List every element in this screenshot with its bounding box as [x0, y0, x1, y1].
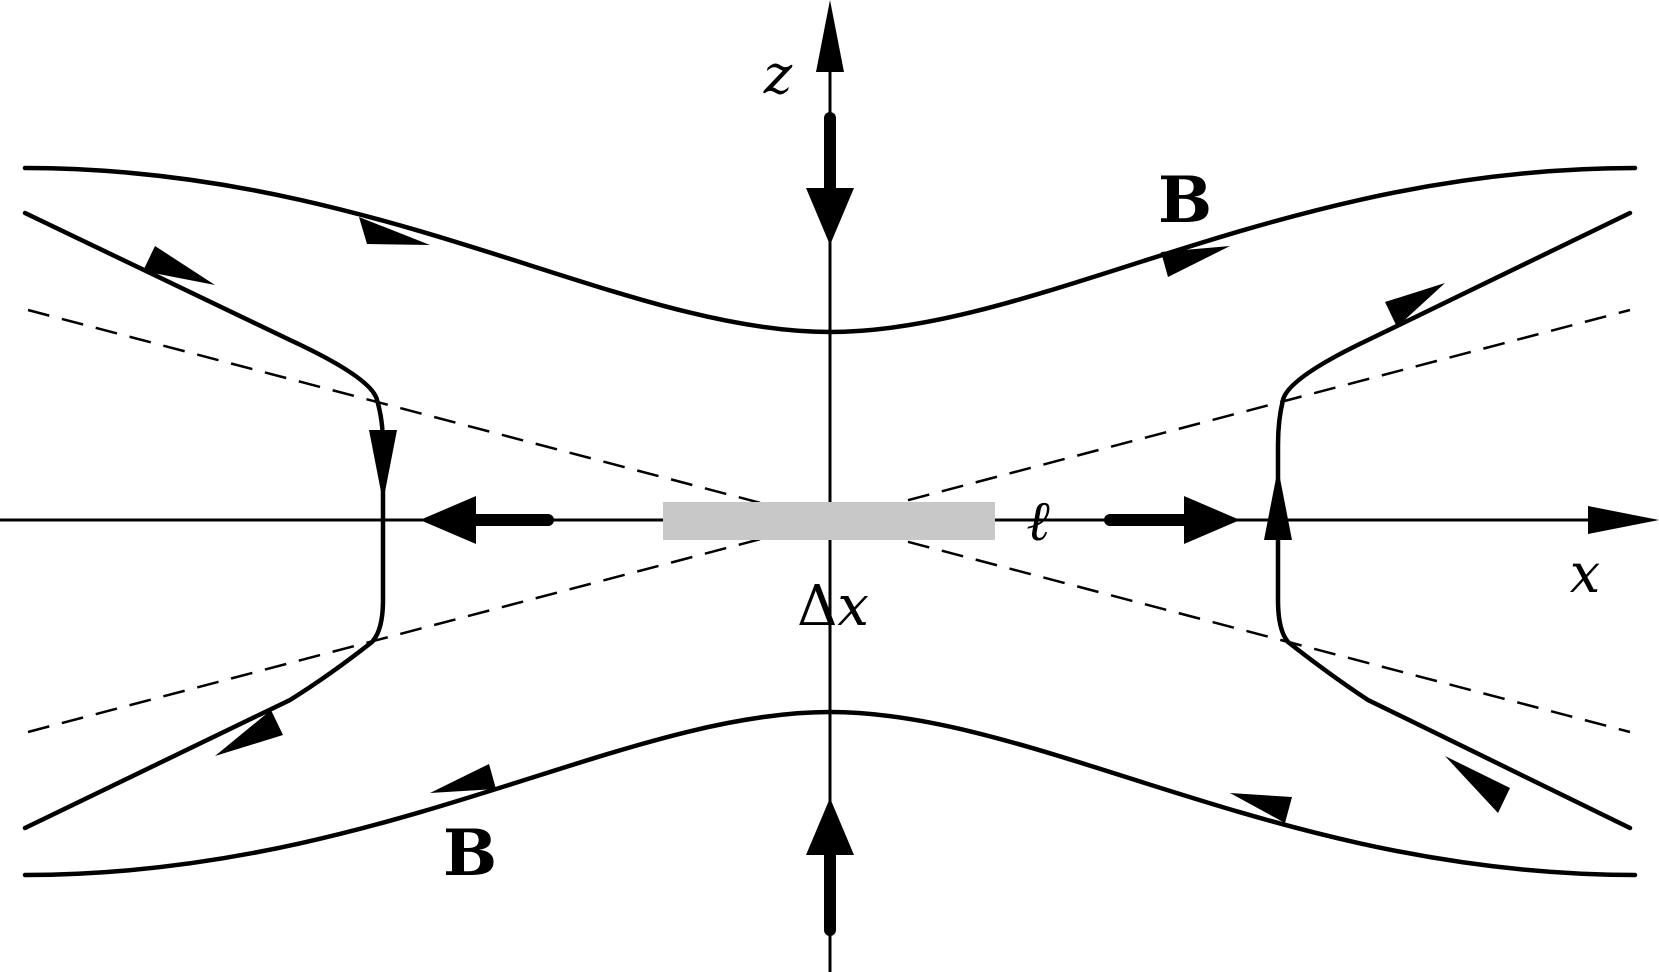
field-line-left [22, 210, 386, 831]
field-label-bottom: B [443, 816, 497, 891]
z-axis-label: z [763, 43, 793, 106]
x-axis-arrowhead [1588, 506, 1659, 534]
field-line-top [22, 165, 1638, 335]
field-arrow-right-upper [1385, 283, 1445, 327]
separatrices [27, 308, 1631, 734]
field-arrow-left-upper [143, 246, 215, 285]
field-arrow-bottom-left [430, 764, 496, 793]
separatrix-ascending [27, 308, 1631, 734]
field-arrow-top-right [1161, 246, 1230, 277]
x-axis-label: x [1570, 542, 1600, 605]
field-arrow-left-vertical [369, 430, 397, 502]
outflow-left-arrowhead [420, 496, 476, 544]
outflow-right-arrowhead [1184, 496, 1240, 544]
separatrix-descending [27, 308, 1631, 734]
z-axis-arrowhead [816, 0, 844, 72]
inflow-bottom-arrowhead [806, 798, 854, 855]
flow-arrows [420, 112, 1240, 936]
field-arrow-right-vertical [1264, 468, 1292, 540]
field-line-right [1275, 210, 1633, 831]
delta-variable: x [837, 574, 869, 639]
field-arrow-left-lower [215, 710, 283, 756]
field-arrow-bottom-right [1230, 793, 1292, 823]
current-sheet [663, 502, 995, 540]
sheet-width-label: Δx [797, 574, 869, 639]
inflow-top-arrowhead [806, 188, 854, 245]
field-line-bottom [22, 709, 1638, 878]
field-lines [22, 165, 1638, 878]
field-label-top: B [1158, 163, 1212, 238]
delta-symbol: Δ [797, 574, 837, 639]
field-arrows [143, 217, 1510, 823]
field-arrow-right-lower [1445, 756, 1510, 813]
sheet-length-label: ℓ [1026, 489, 1050, 554]
field-arrow-top-left [359, 217, 430, 245]
